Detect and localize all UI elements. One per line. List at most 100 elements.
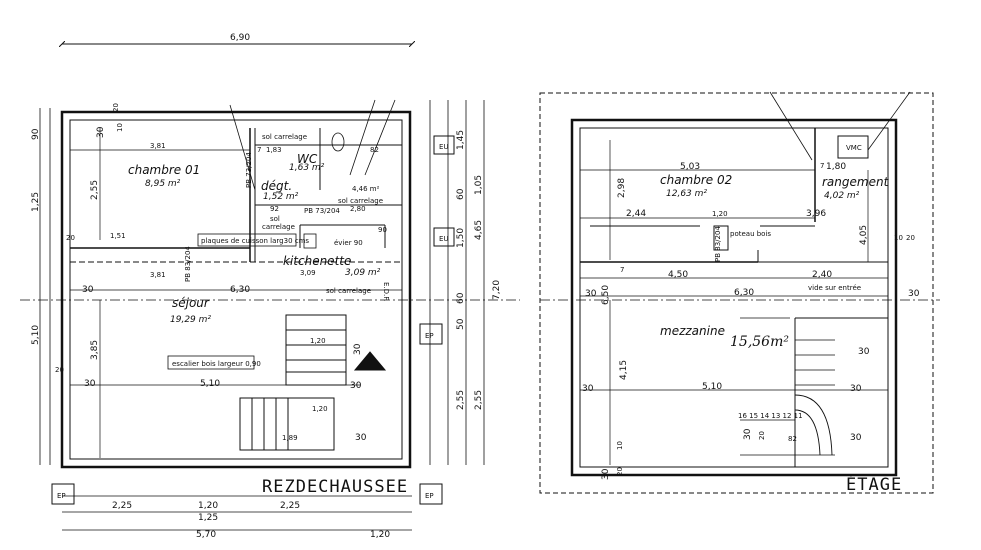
dim-570: 5,70: [196, 530, 216, 540]
dim-189: 1,89: [282, 434, 298, 442]
dim-510-left: 5,10: [31, 325, 41, 345]
note-evier: évier 90: [334, 239, 363, 247]
room-chambre01-area: 8,95 m²: [145, 179, 181, 189]
room-wc-area: 1,63 m²: [289, 163, 325, 173]
dim-225-a: 2,25: [112, 501, 132, 511]
dim-10-a: 10: [116, 123, 124, 132]
dim-145: 1,45: [456, 130, 466, 150]
room-rangement-name: rangement: [822, 175, 890, 189]
dim-381a: 3,81: [150, 142, 166, 150]
note-vmc: VMC: [846, 144, 862, 152]
dim-50: 50: [456, 318, 466, 330]
dim-255-right-b: 2,55: [474, 390, 484, 410]
dim-381b: 3,81: [150, 271, 166, 279]
note-escalier: escalier bois largeur 0,90: [172, 360, 261, 368]
dim-82: 82: [370, 146, 379, 154]
note-sol-carrelage-3: sol carrelage: [326, 287, 371, 295]
dim-10-upper-b: 10: [616, 441, 624, 450]
dim-30-c: 30: [96, 126, 106, 138]
dim-255-right-a: 2,55: [456, 390, 466, 410]
dim-60-a: 60: [456, 188, 466, 200]
dim-415: 4,15: [619, 360, 629, 380]
dim-309: 3,09: [300, 269, 316, 277]
dim-120-c: 1,20: [370, 530, 390, 540]
note-sol-carrelage-2: sol carrelage: [338, 197, 383, 205]
dim-630-upper: 6,30: [734, 288, 754, 298]
room-mezzanine-area: 15,56m²: [730, 334, 789, 350]
dim-7-b: 7: [820, 162, 824, 170]
dim-30-d: 30: [353, 343, 363, 355]
upper-floor-labels: chambre 02 12,63 m² rangement 4,02 m² me…: [582, 144, 920, 495]
dim-151: 1,51: [110, 232, 126, 240]
dim-20-a: 20: [66, 234, 75, 242]
dim-240: 2,40: [812, 270, 832, 280]
dim-20-upper-b: 20: [616, 467, 624, 476]
dim-10-upper-a: 10: [894, 234, 903, 242]
dim-30-e: 30: [355, 433, 367, 443]
dim-405: 4,05: [859, 225, 869, 245]
dim-30-f: 30: [350, 381, 362, 391]
dim-92: 92: [270, 205, 279, 213]
dim-150: 1,50: [456, 228, 466, 248]
room-rangement-area: 4,02 m²: [824, 191, 860, 201]
dim-120: 1,20: [310, 337, 326, 345]
label-eu-1: EU: [439, 143, 449, 151]
dim-244: 2,44: [626, 209, 646, 219]
dim-20-upper-c: 20: [758, 431, 766, 440]
ground-floor-labels: 6,90 chambre 01 8,95 m² WC 1,63 m² dégt.…: [31, 33, 502, 540]
room-vide-name: vide sur entrée: [808, 284, 861, 292]
note-plaques-cuisson: plaques de cuisson larg30 cms: [201, 237, 309, 245]
dim-225-b: 2,25: [280, 501, 300, 511]
note-carrelage: carrelage: [262, 223, 295, 231]
label-eu-2: EU: [439, 235, 449, 243]
dim-465: 4,65: [474, 220, 484, 240]
ground-floor-title: REZDECHAUSSEE: [262, 477, 408, 497]
dim-720: 7,20: [492, 280, 502, 300]
upper-floor-plan: [539, 91, 940, 494]
note-sol: sol: [270, 215, 280, 223]
dim-120-stair: 1,20: [312, 405, 328, 413]
dim-396: 3,96: [806, 209, 826, 219]
dim-30-upper-f: 30: [858, 347, 870, 357]
room-chambre01-name: chambre 01: [128, 163, 200, 177]
door-pb-upper: PB 83/204: [714, 226, 722, 262]
dim-180: 1,80: [826, 162, 846, 172]
door-pb-3: PB 73/204: [304, 207, 340, 215]
ground-floor-plan: [20, 44, 520, 531]
dim-120-bottom: 1,20: [198, 501, 218, 511]
room-mezzanine-name: mezzanine: [660, 324, 725, 338]
dim-30-upper-e: 30: [850, 433, 862, 443]
upper-floor-title: ÉTAGE: [846, 473, 902, 495]
dim-30-upper-c: 30: [850, 384, 862, 394]
dim-30-a: 30: [82, 285, 94, 295]
dim-20-b: 20: [55, 366, 64, 374]
dim-30-upper-g: 30: [601, 468, 611, 480]
dim-125-bottom: 1,25: [198, 513, 218, 523]
dim-7: 7: [257, 146, 261, 154]
dim-510: 5,10: [200, 379, 220, 389]
room-sejour-name: séjour: [172, 296, 210, 310]
dim-90: 90: [378, 226, 387, 234]
room-kitchenette-name: kitchenette: [283, 254, 351, 268]
dim-20-upper-a: 20: [906, 234, 915, 242]
room-wc-name: WC: [297, 152, 318, 166]
dim-298: 2,98: [617, 178, 627, 198]
dim-30-upper-a: 30: [585, 289, 597, 299]
dim-7-a: 7: [620, 266, 624, 274]
dim-503: 5,03: [680, 162, 700, 172]
room-chambre02-name: chambre 02: [660, 173, 732, 187]
label-ep-3: EP: [425, 492, 434, 500]
dim-120-upper: 1,20: [712, 210, 728, 218]
door-pb-2: PB 83/204: [184, 246, 192, 282]
room-chambre02-area: 12,63 m²: [666, 189, 707, 199]
note-edf: E.D.F.: [382, 282, 390, 301]
dim-30-b: 30: [84, 379, 96, 389]
dim-60-b: 60: [456, 292, 466, 304]
dim-30-upper-d: 30: [908, 289, 920, 299]
dim-30-upper-b: 30: [582, 384, 594, 394]
dim-630: 6,30: [230, 285, 250, 295]
dim-top-overall: 6,90: [230, 33, 250, 43]
room-degt-name: dégt.: [261, 179, 292, 193]
dim-20-c: 20: [112, 103, 120, 112]
label-ep-1: EP: [425, 332, 434, 340]
